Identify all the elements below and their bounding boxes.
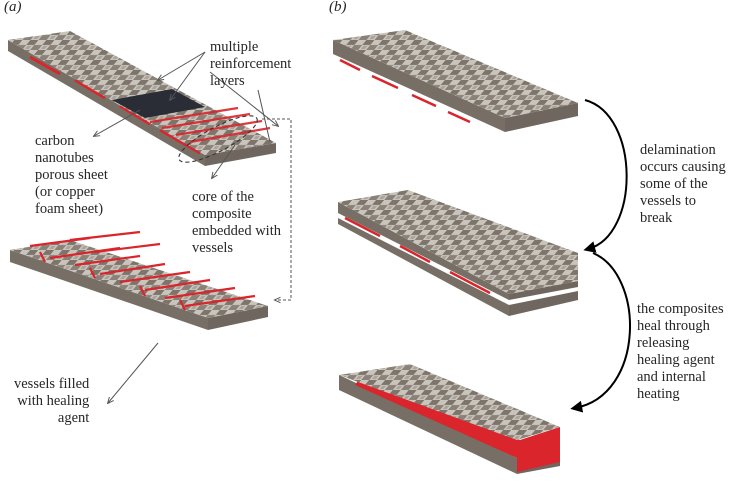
panel-label-a: (a) — [4, 0, 22, 15]
label-delamination: delamination occurs causing some of the … — [640, 142, 726, 226]
laminate-b-healed — [339, 364, 560, 474]
label-core: core of the composite embedded with vess… — [192, 189, 281, 256]
laminate-b-intact — [333, 30, 578, 132]
laminate-a-top — [8, 31, 276, 166]
label-carbon-sheet: carbon nanotubes porous sheet (or copper… — [35, 133, 108, 217]
healing-agent — [355, 378, 560, 472]
carbon-sheet — [112, 89, 205, 118]
process-arrows — [570, 99, 631, 413]
label-vessels: vessels filled with healing agent — [14, 376, 90, 426]
pointer-arrows — [94, 51, 292, 403]
label-reinforcement-layers: multiple reinforcement layers — [210, 39, 292, 89]
laminate-b-delaminated — [338, 190, 578, 316]
panel-label-b: (b) — [329, 0, 347, 15]
core-highlight — [178, 115, 258, 163]
laminate-a-core — [10, 230, 268, 330]
label-healing: the composites heal through releasing he… — [637, 301, 724, 402]
